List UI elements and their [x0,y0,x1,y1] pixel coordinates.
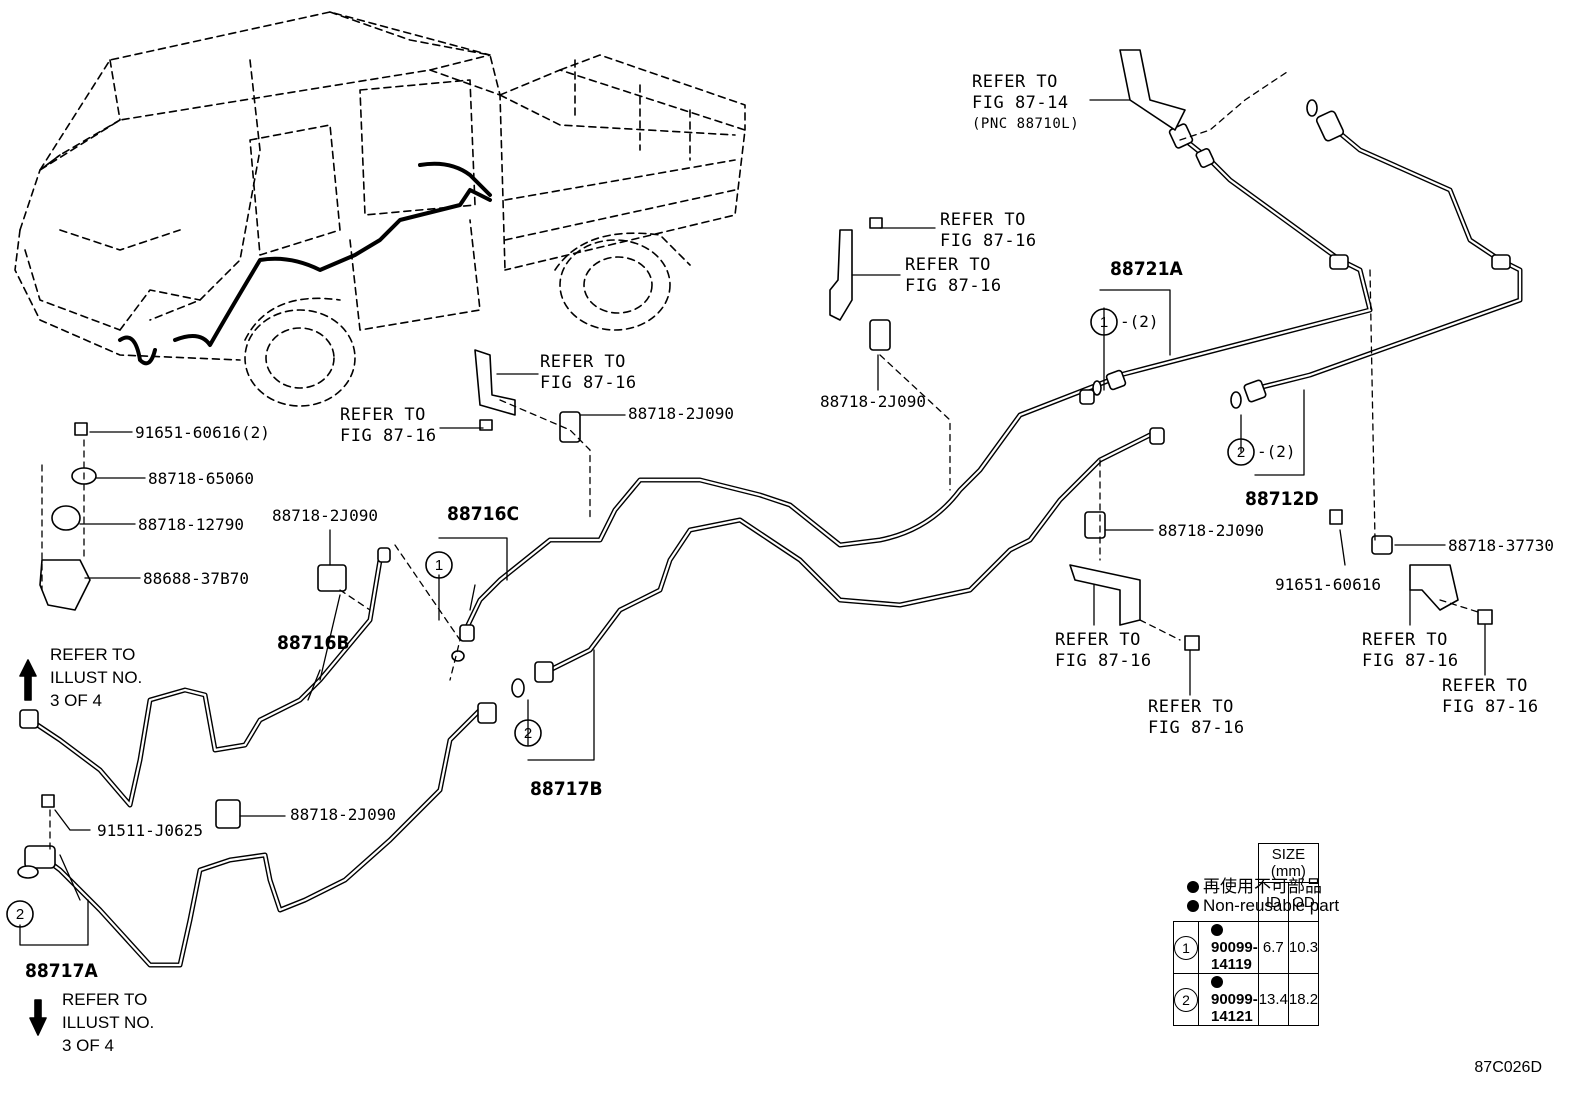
table-row: 2 90099-14121 13.4 18.2 [1173,973,1320,1026]
fittings [17,49,1511,879]
part-88718-12790: 88718-12790 [138,515,244,534]
od-cell: 18.2 [1287,973,1320,1026]
part-88721a: 88721A [1110,258,1183,280]
ref-circle: 2 [1174,987,1198,1012]
table-row: 1 90099-14119 6.7 10.3 [1173,921,1320,974]
part-88718-37730: 88718-37730 [1448,536,1554,555]
part-88712d: 88712D [1245,488,1319,510]
part-88688-37b70: 88688-37B70 [143,569,249,588]
part-88718-2j090-c: 88718-2J090 [820,392,926,411]
part-88716c: 88716C [447,503,520,525]
part-88717b: 88717B [530,778,603,800]
assembly-lines [41,69,1479,851]
svg-text:1: 1 [1100,314,1108,331]
arrow-icons [19,659,47,1036]
qty-label-1: -(2) [1120,312,1159,331]
pipe-lines [27,122,1523,968]
part-88717a: 88717A [25,960,98,982]
ref-circles [6,308,1255,928]
svg-text:2: 2 [524,725,532,742]
filled-dot-icon [1211,924,1223,936]
arrow-up-icon [19,659,37,701]
id-header: ID [1257,882,1289,922]
id-cell: 13.4 [1257,973,1289,1026]
ref-circle-labels: 1 2 1 2 2 [16,314,1245,923]
part-88718-2j090-e: 88718-2J090 [290,805,396,824]
filled-dot-icon [1187,900,1199,912]
od-cell: 10.3 [1287,921,1320,974]
svg-text:2: 2 [16,906,24,923]
part-91511-j0625: 91511-J0625 [97,821,203,840]
truck-illustration [14,11,746,407]
refer-87-14-label: REFER TO FIG 87-14 (PNC 88710L) [972,72,1080,132]
arrow-down-icon [29,999,47,1036]
od-header: OD [1287,882,1320,922]
id-cell: 6.7 [1257,921,1289,974]
part-91651-60616-2: 91651-60616(2) [135,423,270,442]
filled-dot-icon [1211,976,1223,988]
part-number-cell: 90099-14119 [1198,921,1259,974]
size-table: SIZE (mm) ID OD 1 90099-14119 6.7 10.3 2… [1173,843,1320,1026]
ref-circle: 1 [1174,935,1198,960]
svg-text:1: 1 [435,557,443,574]
part-number-cell: 90099-14121 [1198,973,1259,1026]
size-header: SIZE (mm) [1257,843,1320,883]
part-88718-65060: 88718-65060 [148,469,254,488]
figure-code: 87C026D [1474,1059,1542,1076]
qty-label-2: -(2) [1257,442,1296,461]
filled-dot-icon [1187,881,1199,893]
leader-lines [19,99,1486,946]
part-88718-2j090-d: 88718-2J090 [1158,521,1264,540]
part-88718-2j090-a: 88718-2J090 [272,506,378,525]
part-88716b: 88716B [277,632,350,654]
svg-text:2: 2 [1237,444,1245,461]
part-91651-60616: 91651-60616 [1275,575,1381,594]
part-88718-2j090-b: 88718-2J090 [628,404,734,423]
